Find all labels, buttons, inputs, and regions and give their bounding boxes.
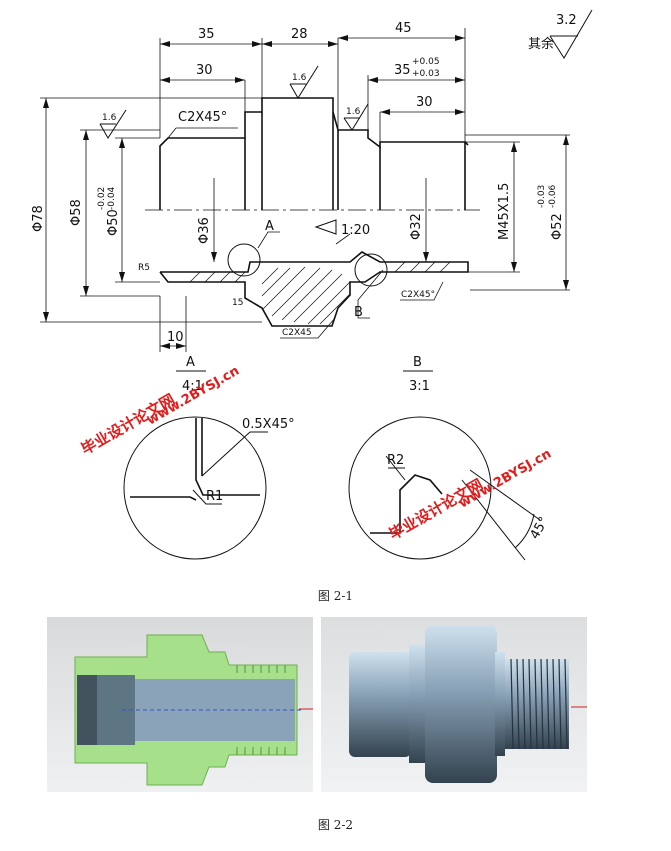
roughness-16b: 1.6 [102,113,117,123]
dim-phi50-tol-lo: -0.04 [107,186,117,210]
roughness-16a: 1.6 [292,73,307,83]
dim-30a: 30 [196,63,213,78]
detail-b-radius: R2 [387,453,404,468]
dim-10: 10 [167,330,184,345]
dim-35-tol-lo: +0.03 [412,69,440,79]
exterior-render-image [349,625,587,783]
chamfer-top-label: C2X45° [178,110,227,125]
watermark-cn-2: 毕业设计论文网 [386,475,486,543]
r5-label: R5 [138,263,150,273]
detail-a-marker [227,243,261,277]
dim-phi52: Φ52 [550,213,565,240]
detail-b-angle: 45° [527,515,552,542]
dim-28: 28 [291,27,308,42]
detail-a-chamfer: 0.5X45° [242,417,295,432]
detail-a-radius: R1 [206,489,223,504]
roughness-32-value: 3.2 [556,13,577,28]
chamfer-bottom-label: C2X45 [282,328,312,338]
render-exterior-view [321,617,587,792]
detail-b-title: B [413,355,422,370]
dim-phi32: Φ32 [409,213,424,240]
taper-symbol [314,219,337,235]
label-a: A [265,219,274,234]
dim-phi78: Φ78 [31,205,46,232]
dim-phi58: Φ58 [69,199,84,226]
detail-a-scale: 4:1 [182,379,203,394]
render-section-view [47,617,313,792]
chamfer-b-label: C2X45° [401,290,435,300]
detail-a-title: A [186,355,195,370]
dim-phi36: Φ36 [197,217,212,244]
detail-b-scale: 3:1 [409,379,430,394]
roughness-symbols [99,9,593,139]
roughness-16c: 1.6 [346,107,361,117]
section-hatch [189,261,451,325]
figure-caption-2: 图 2-2 [317,818,354,832]
part-outline [159,97,469,327]
detail-views [123,370,541,561]
dim-m45: M45X1.5 [497,183,512,240]
dim-45: 45 [395,21,412,36]
dimension-arrows [43,35,569,349]
detail-b-marker [354,253,388,287]
section-render-image [74,634,313,786]
dim-phi50-tol-up: -0.02 [97,187,107,210]
dim-30b: 30 [416,95,433,110]
dim-35-tol: 35 [394,63,411,78]
dim-35: 35 [198,27,215,42]
taper-label: 1:20 [341,223,370,238]
dimension-lines [40,28,570,352]
dim-35-tol-up: +0.05 [412,57,440,67]
dim-phi52-tol-lo: -0.06 [548,184,558,208]
dim-phi52-tol-up: -0.03 [537,185,547,208]
label-b: B [354,305,363,320]
dim-phi50: Φ50 [106,209,121,236]
figure-caption-1: 图 2-1 [317,589,354,603]
roughness-other-label: 其余 [528,36,554,52]
phi15-label: 15 [232,298,243,308]
